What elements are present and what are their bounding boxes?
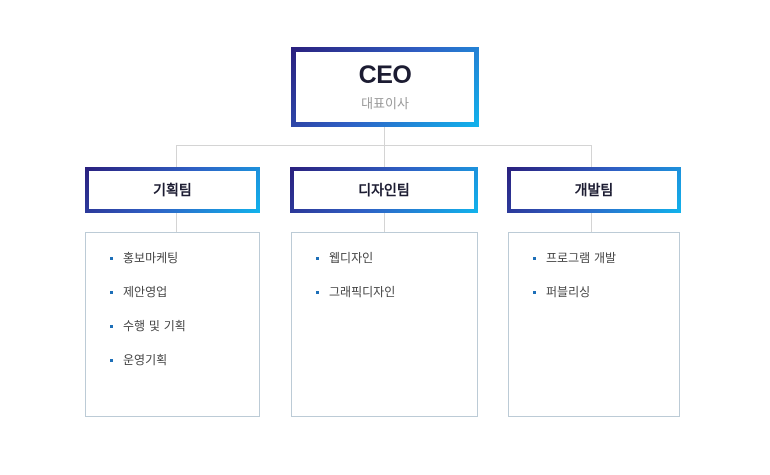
bullet-icon: [110, 257, 113, 260]
task-panel-development: 프로그램 개발 퍼블리싱: [508, 232, 680, 417]
task-label: 수행 및 기획: [123, 319, 186, 333]
connector-ceo-down: [384, 127, 385, 145]
task-label: 퍼블리싱: [546, 285, 591, 299]
team-label: 디자인팀: [358, 183, 410, 199]
ceo-box: CEO 대표이사: [291, 47, 479, 127]
task-list: 웹디자인 그래픽디자인: [292, 233, 477, 301]
list-item: 웹디자인: [316, 250, 477, 267]
bullet-icon: [316, 257, 319, 260]
task-panel-design: 웹디자인 그래픽디자인: [291, 232, 478, 417]
task-list: 홍보마케팅 제안영업 수행 및 기획 운영기획: [86, 233, 259, 369]
connector-panel-2: [384, 213, 385, 232]
list-item: 프로그램 개발: [533, 250, 679, 267]
task-list: 프로그램 개발 퍼블리싱: [509, 233, 679, 301]
team-box-planning: 기획팀: [85, 167, 260, 213]
bullet-icon: [110, 291, 113, 294]
task-label: 그래픽디자인: [329, 285, 396, 299]
task-label: 운영기획: [123, 353, 168, 367]
task-panel-planning: 홍보마케팅 제안영업 수행 및 기획 운영기획: [85, 232, 260, 417]
connector-team-1: [176, 145, 177, 167]
team-label: 개발팀: [574, 183, 614, 199]
list-item: 제안영업: [110, 284, 259, 301]
team-box-design: 디자인팀: [290, 167, 478, 213]
bullet-icon: [110, 325, 113, 328]
bullet-icon: [533, 291, 536, 294]
list-item: 운영기획: [110, 352, 259, 369]
connector-team-2: [384, 145, 385, 167]
ceo-subtitle: 대표이사: [361, 96, 409, 112]
list-item: 퍼블리싱: [533, 284, 679, 301]
list-item: 그래픽디자인: [316, 284, 477, 301]
team-box-development: 개발팀: [507, 167, 681, 213]
task-label: 웹디자인: [329, 251, 374, 265]
task-label: 홍보마케팅: [123, 251, 179, 265]
bullet-icon: [316, 291, 319, 294]
team-label: 기획팀: [153, 183, 192, 199]
ceo-title: CEO: [358, 60, 412, 89]
connector-panel-1: [176, 213, 177, 232]
task-label: 프로그램 개발: [546, 251, 617, 265]
connector-team-3: [591, 145, 592, 167]
connector-panel-3: [591, 213, 592, 232]
task-label: 제안영업: [123, 285, 168, 299]
bullet-icon: [533, 257, 536, 260]
bullet-icon: [110, 359, 113, 362]
list-item: 수행 및 기획: [110, 318, 259, 335]
list-item: 홍보마케팅: [110, 250, 259, 267]
